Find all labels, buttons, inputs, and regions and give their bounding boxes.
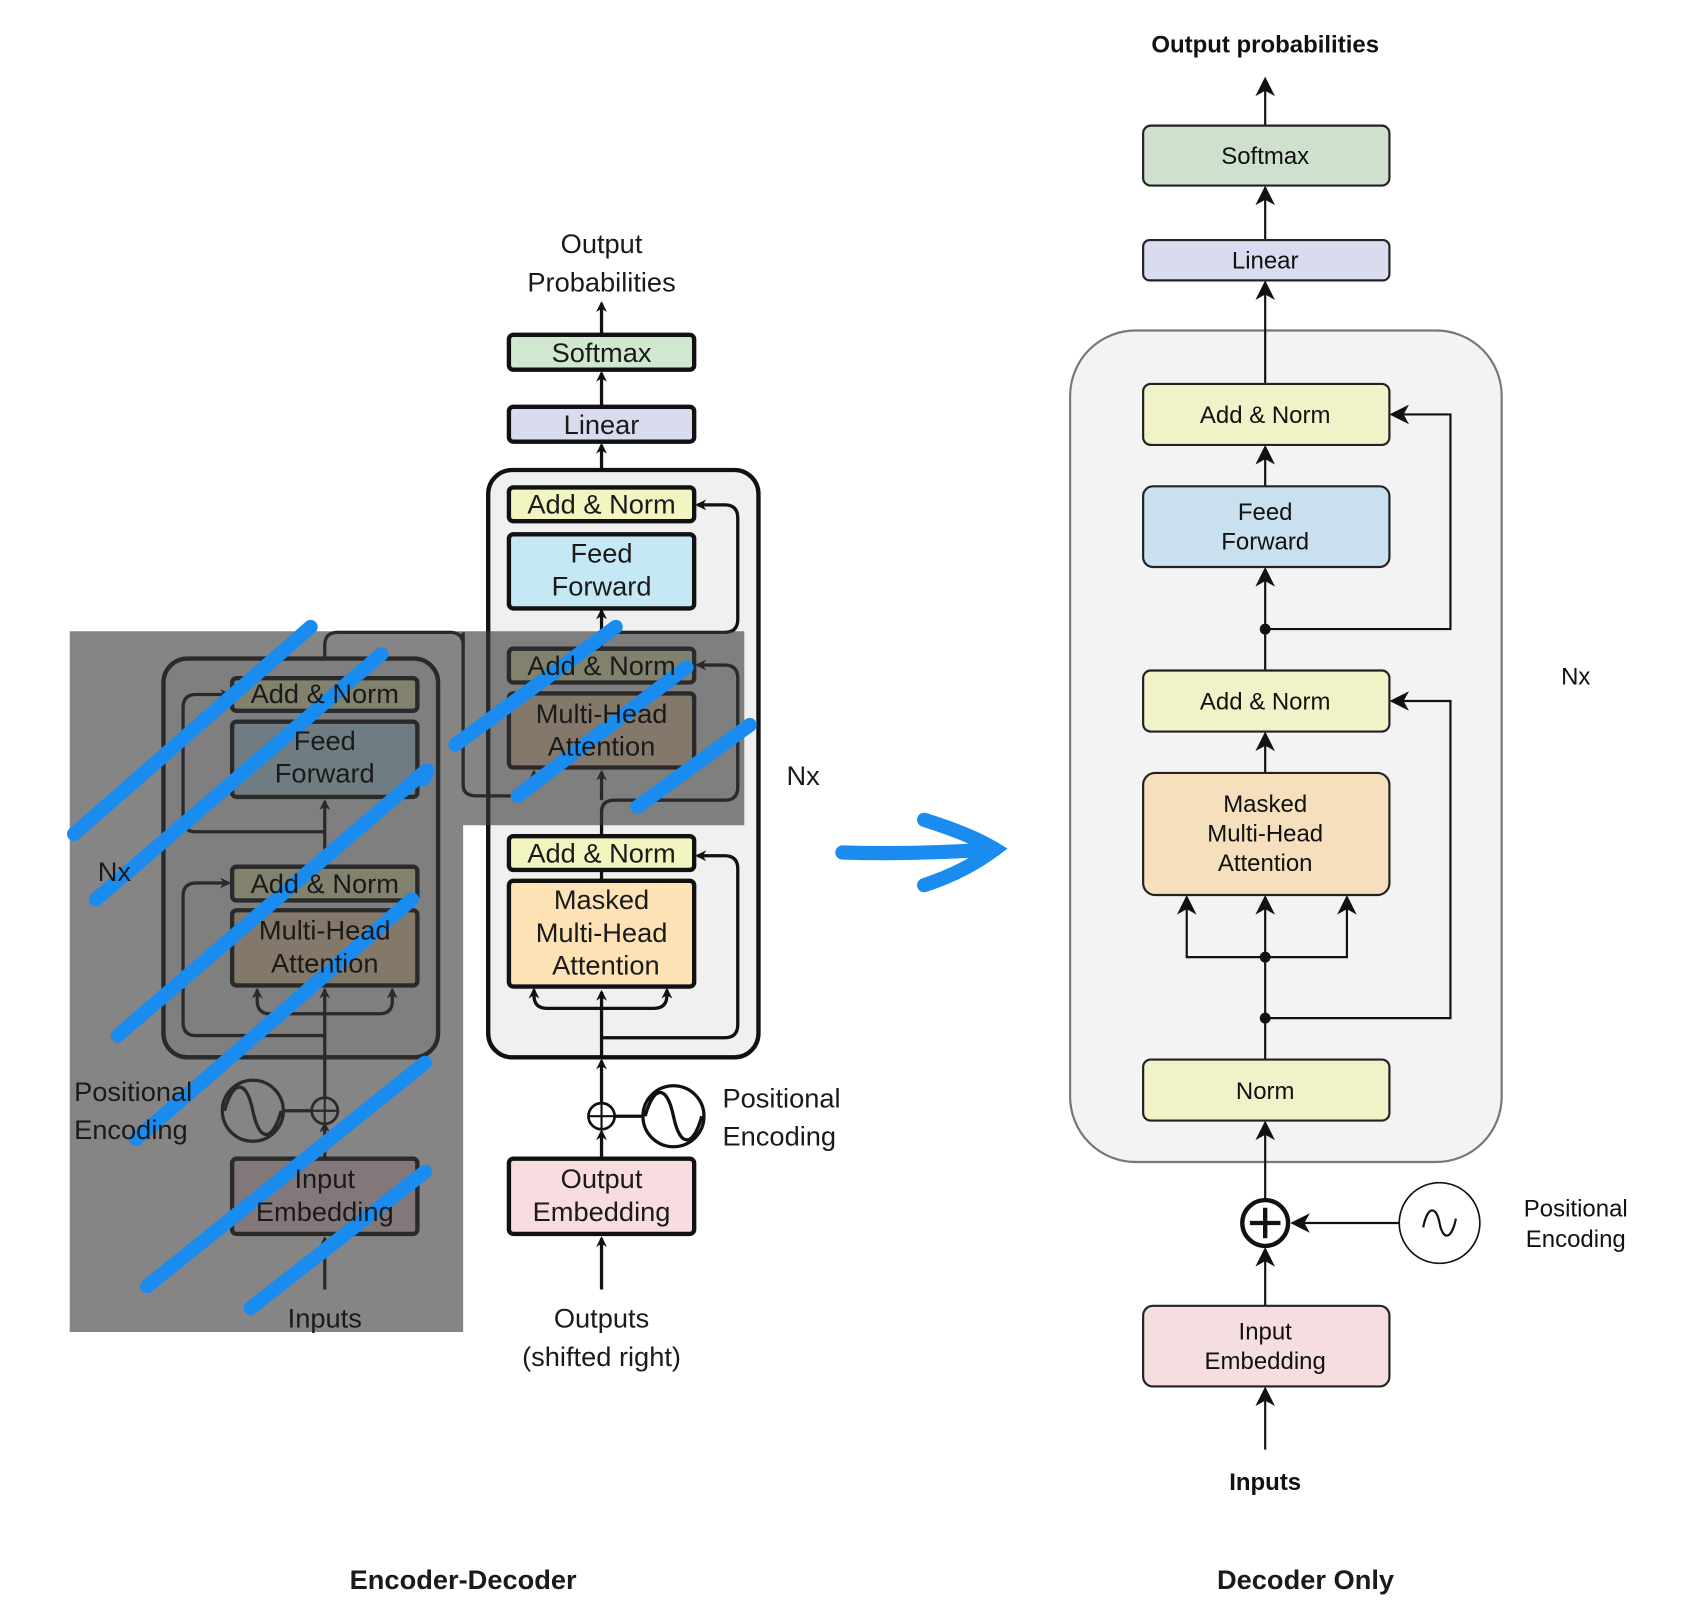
decoder-block: [1069, 329, 1503, 1164]
decoder-nx-label: Nx: [786, 760, 820, 791]
blue-strikethrough-scribbles: [67, 619, 757, 1316]
linear-label: Linear: [1232, 247, 1299, 274]
arrow-right-icon: [835, 812, 1008, 893]
inputs-label: Inputs: [1229, 1469, 1301, 1496]
add-norm-label: Add & Norm: [527, 837, 675, 868]
softmax-label: Softmax: [552, 337, 652, 368]
linear-label: Linear: [564, 409, 640, 440]
decoder-add-norm-3: [506, 485, 697, 524]
input-embedding-box: [1142, 1304, 1391, 1388]
add-norm-label: Add & Norm: [251, 678, 399, 709]
encoder-gray-overlay: [69, 631, 745, 1332]
add-norm-label: Add & Norm: [1200, 402, 1331, 429]
inputs-label: Inputs: [288, 1303, 362, 1334]
encoder-decoder-caption: Encoder-Decoder: [350, 1564, 577, 1595]
decoder-add-norm-1: [506, 833, 697, 873]
decoder-masked-mha: [506, 878, 697, 989]
add-norm-label: Add & Norm: [527, 650, 675, 681]
norm-label: Norm: [1236, 1078, 1295, 1105]
output-embedding-box: [506, 1156, 697, 1237]
add-norm-label: Add & Norm: [527, 489, 675, 520]
output-probabilities-label: Output probabilities: [1151, 32, 1379, 59]
encoder-nx-label: Nx: [98, 856, 132, 887]
decoder-only-diagram: Output probabilities Softmax Linear Add …: [1069, 32, 1628, 1595]
add-norm-label: Add & Norm: [1200, 689, 1331, 716]
add-norm-label: Add & Norm: [251, 868, 399, 899]
softmax-label: Softmax: [1221, 143, 1309, 170]
nx-label: Nx: [1561, 664, 1590, 691]
linear-box: [506, 404, 697, 444]
outputs-label: Outputs(shifted right): [522, 1303, 681, 1372]
decoder-feed-forward: [506, 532, 697, 611]
decoder-only-caption: Decoder Only: [1217, 1564, 1394, 1595]
softmax-box: [506, 332, 697, 372]
